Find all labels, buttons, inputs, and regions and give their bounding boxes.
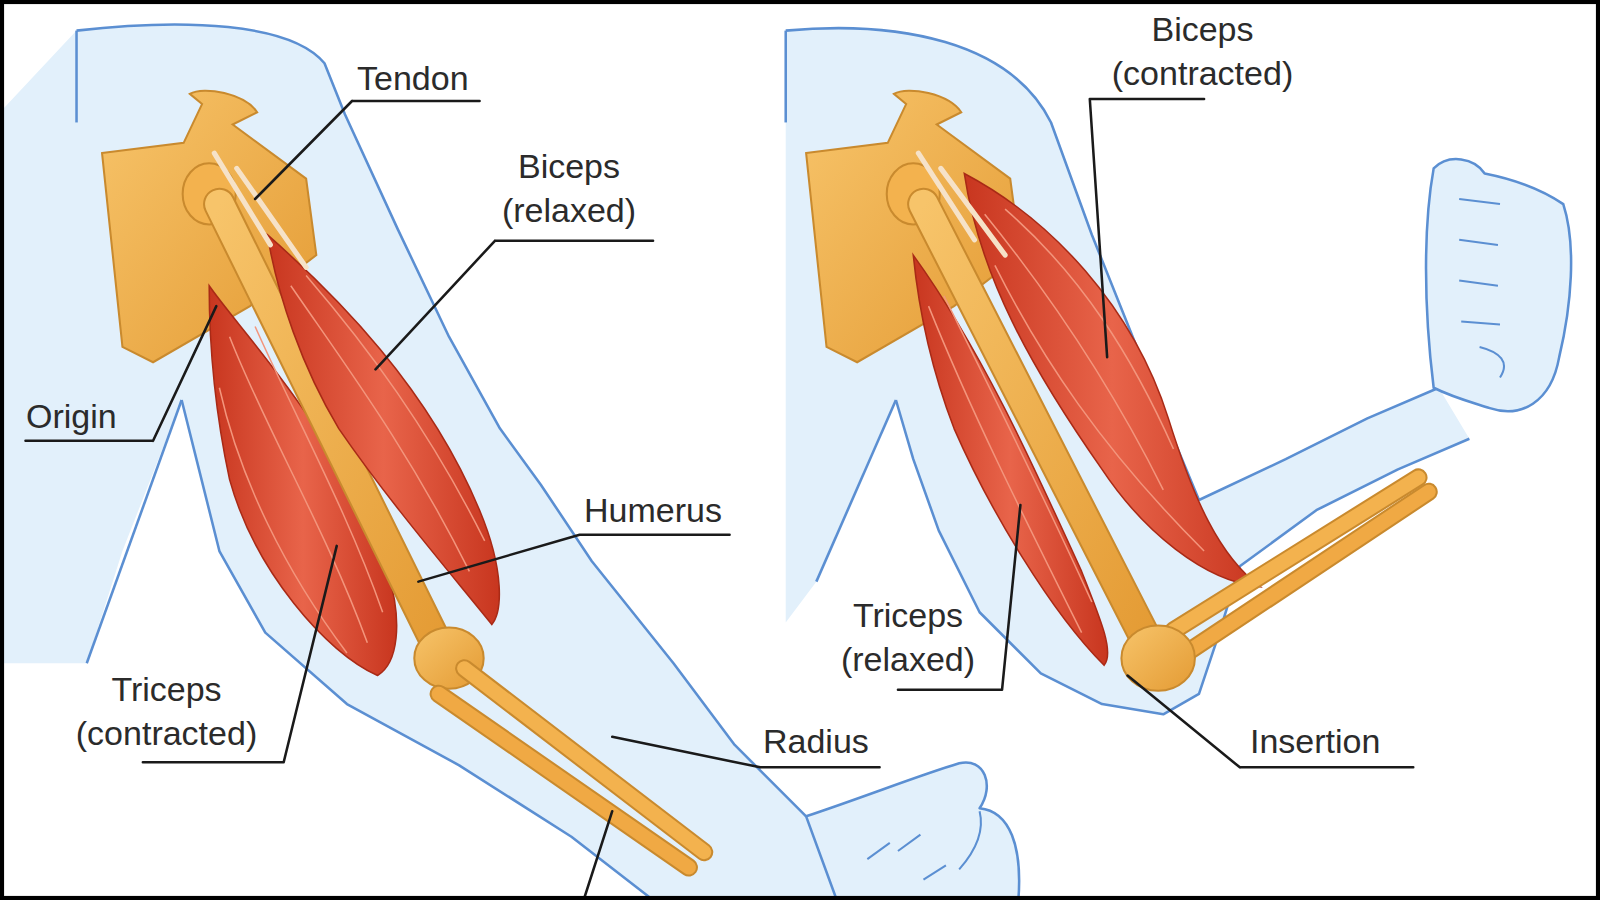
insertion-label: Insertion [1250, 719, 1380, 763]
muscle-label: Triceps (contracted) [49, 667, 284, 755]
bone-label: Humerus [584, 488, 722, 532]
muscle-label: Biceps (contracted) [1085, 7, 1320, 95]
bone-label: Radius [763, 719, 869, 763]
tendon-label: Tendon [357, 56, 469, 100]
muscle-label: Triceps (relaxed) [806, 593, 1010, 681]
muscle-label: Biceps (relaxed) [467, 144, 671, 232]
origin-label: Origin [26, 394, 117, 438]
